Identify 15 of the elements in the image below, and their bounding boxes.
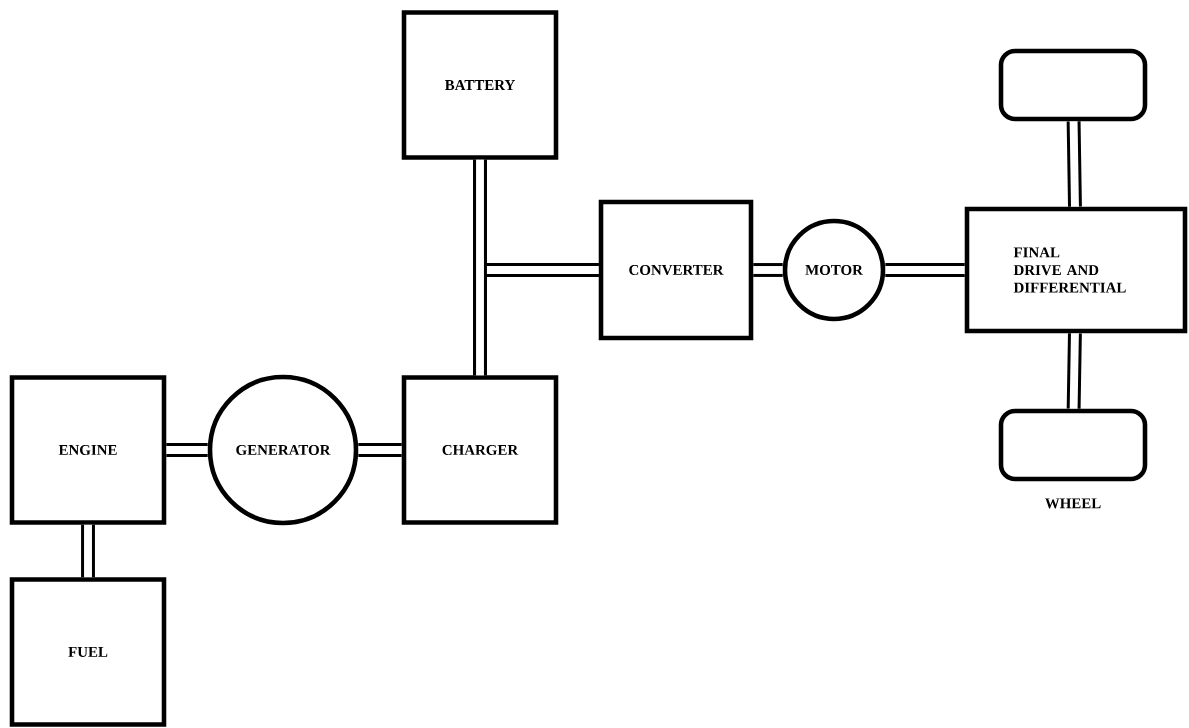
component-box: BATTERY <box>401 10 559 160</box>
component-box: ENGINE <box>9 375 167 525</box>
component-box: CONVERTER <box>598 199 754 341</box>
component-box: FINAL DRIVE AND DIFFERENTIAL <box>964 206 1188 334</box>
double-line-connector <box>885 263 965 277</box>
wheel-label: WHEEL <box>1045 498 1101 509</box>
component-box: FUEL <box>9 577 167 727</box>
wheel-shape <box>998 408 1148 482</box>
double-line-connector <box>166 443 208 457</box>
double-line-connector <box>358 443 402 457</box>
component-box: CHARGER <box>401 375 559 525</box>
wheel-shape <box>998 48 1148 122</box>
double-line-connector <box>473 159 487 376</box>
double-line-connector <box>753 263 783 277</box>
double-line-connector <box>81 524 95 578</box>
